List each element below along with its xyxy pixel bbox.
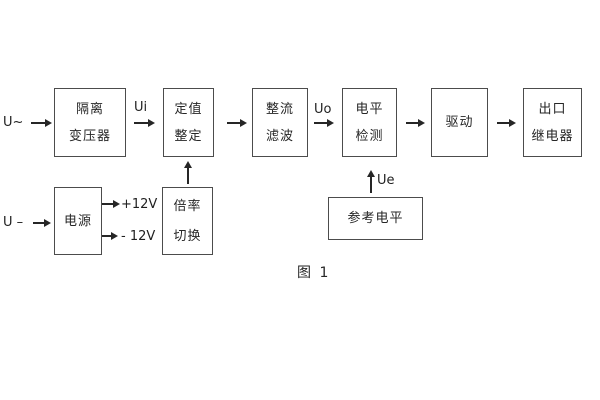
- block-value-setting: 定值 整定: [163, 88, 214, 157]
- block-label-line: 隔离: [75, 101, 104, 117]
- block-label-line: 参考电平: [347, 211, 404, 226]
- block-label-line: 整流: [265, 101, 294, 117]
- block-label-line: 切换: [173, 228, 202, 244]
- block-isolation-transformer: 隔离 变压器: [54, 88, 126, 157]
- figure-caption: 图 1: [297, 265, 331, 281]
- block-label-line: 检测: [355, 128, 384, 144]
- block-ratio-switch: 倍率 切换: [162, 187, 213, 255]
- block-label-line: 继电器: [531, 128, 574, 144]
- arrow-ratio-to-setting: [184, 161, 191, 184]
- input-dc-label: U –: [3, 215, 24, 230]
- block-label-line: 出口: [538, 101, 567, 117]
- block-rectifier-filter: 整流 滤波: [252, 88, 308, 157]
- block-label-line: 整定: [174, 128, 203, 144]
- block-reference-level: 参考电平: [328, 197, 423, 240]
- block-power-supply: 电源: [54, 187, 102, 255]
- block-label-line: 电平: [355, 101, 384, 117]
- signal-uo-label: Uo: [314, 102, 332, 117]
- rail-neg12v-label: - 12V: [121, 229, 156, 244]
- arrow-setting-to-rectifier: [227, 119, 247, 126]
- block-label-line: 定值: [174, 101, 203, 117]
- block-level-detection: 电平 检测: [342, 88, 397, 157]
- arrow-power-to-neg12v: [102, 232, 118, 239]
- signal-ue-label: Ue: [377, 173, 395, 188]
- arrow-detection-to-driver: [406, 119, 425, 126]
- arrow-udc-to-power: [33, 219, 51, 226]
- arrow-driver-to-relay: [497, 119, 516, 126]
- block-label-line: 驱动: [445, 115, 474, 130]
- block-driver: 驱动: [431, 88, 488, 157]
- arrow-power-to-pos12v: [102, 200, 120, 207]
- arrow-reference-to-detection: [367, 170, 374, 193]
- signal-ui-label: Ui: [134, 100, 148, 115]
- block-label-line: 倍率: [173, 198, 202, 214]
- arrow-rectifier-to-detection: [314, 119, 334, 126]
- rail-pos12v-label: +12V: [121, 197, 158, 212]
- block-label-line: 滤波: [265, 128, 294, 144]
- block-label-line: 变压器: [68, 128, 111, 144]
- block-output-relay: 出口 继电器: [523, 88, 582, 157]
- block-label-line: 电源: [63, 213, 92, 229]
- arrow-uac-to-transformer: [31, 119, 52, 126]
- input-ac-label: U~: [3, 115, 24, 130]
- arrow-transformer-to-setting: [134, 119, 155, 126]
